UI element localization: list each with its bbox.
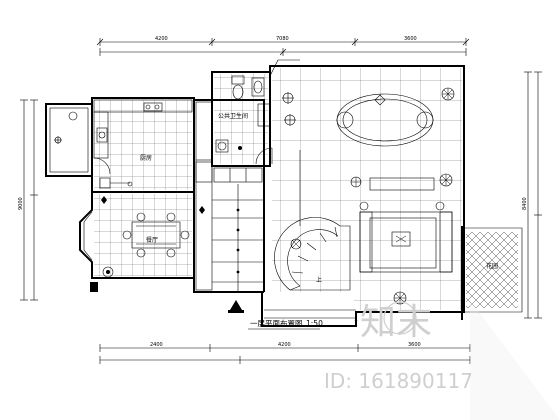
left-balcony [45, 103, 93, 177]
dim-top-left: 4200 [155, 36, 168, 42]
spiral-staircase [274, 150, 351, 291]
garden [461, 226, 523, 320]
label-up: 上 [316, 276, 322, 284]
watermark-logo-text: 知末 [360, 302, 432, 343]
left-dimension-lines [20, 99, 38, 301]
label-garden: 花园 [486, 262, 498, 270]
label-dining: 餐厅 [146, 236, 158, 244]
drawing-title: 一层平面布置图 [250, 318, 303, 328]
label-toilet: 公共卫生间 [218, 112, 248, 120]
section-marker [228, 300, 244, 313]
dim-right-overall: 8400 [522, 197, 528, 210]
kitchen [91, 97, 195, 193]
right-dimension-lines [524, 71, 542, 319]
dim-bottom-1: 2400 [150, 342, 163, 348]
dim-top-overall: 7080 [276, 36, 289, 42]
bottom-dimension-lines [99, 344, 471, 364]
watermark-id: ID: 161890117 [324, 369, 473, 393]
label-kitchen: 厨房 [140, 154, 152, 162]
plant-symbol [350, 176, 362, 188]
plant-symbol [439, 173, 453, 187]
living-room [261, 65, 465, 327]
top-dimension-lines [96, 38, 470, 56]
dim-left-overall: 9000 [18, 197, 24, 210]
drawing-scale: 1:50 [306, 319, 323, 328]
plant-symbol [393, 291, 407, 305]
dim-top-right: 3600 [404, 36, 417, 42]
dining-room [79, 191, 195, 292]
plant-symbol [441, 87, 455, 101]
watermark-logo: 知末 [360, 300, 560, 420]
dim-bottom-3: 3600 [408, 342, 421, 348]
dim-bottom-2: 4200 [278, 342, 291, 348]
